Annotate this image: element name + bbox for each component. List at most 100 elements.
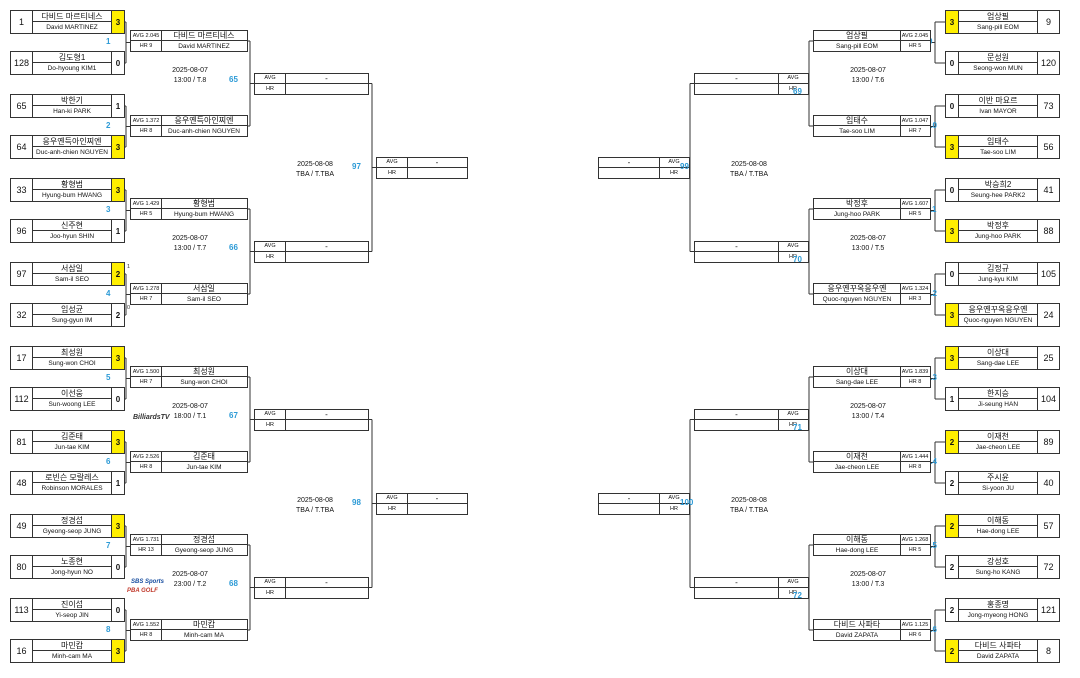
- round1-match-number: 8: [106, 624, 111, 634]
- match-score: 0: [111, 52, 124, 74]
- player-name-english: David ZAPATA: [835, 631, 879, 639]
- player-name-korean: 마민캄: [33, 640, 111, 651]
- average-label: AVG: [377, 158, 407, 168]
- seed-number: 73: [1037, 95, 1059, 117]
- player-name-english: Quoc-nguyen NGUYEN: [822, 295, 892, 303]
- player-name-english: Seong-won MUN: [973, 65, 1023, 72]
- match-score: 3: [111, 179, 124, 201]
- match-score: 3: [946, 347, 959, 369]
- divider: [285, 73, 286, 94]
- player-name-english: Jae-cheon LEE: [975, 444, 1021, 451]
- match-score: 2: [946, 431, 959, 453]
- seed-number: 72: [1037, 556, 1059, 578]
- player-name-korean: 진이섭: [33, 599, 111, 610]
- player-name-english: Jung-hoo PARK: [833, 210, 881, 218]
- player-name-korean: 김준태: [161, 452, 247, 462]
- divider: [285, 577, 286, 598]
- round1-match-number: 7: [106, 540, 111, 550]
- match-score: 0: [946, 95, 959, 117]
- player-name-english: Duc-anh-chien NGUYEN: [168, 127, 240, 135]
- player-placeholder: -: [407, 158, 467, 168]
- player-name-korean: 이재천: [814, 452, 900, 462]
- player-name-korean: 김정규: [959, 263, 1037, 274]
- high-run-label: HR: [266, 589, 274, 596]
- player-placeholder-lower: [285, 588, 368, 598]
- match-score: 2: [946, 472, 959, 494]
- round3-match-number: 100: [680, 497, 694, 507]
- seed-number: 96: [11, 220, 33, 242]
- player-name-korean: 마민캄: [161, 620, 247, 630]
- player-name-english: Sang-pill EOM: [977, 24, 1019, 31]
- player-name-english: Minh-cam MA: [183, 631, 225, 639]
- player-name-korean: 이해동: [959, 515, 1037, 526]
- match-time-table: TBA / T.TBA: [296, 506, 334, 514]
- divider: [407, 493, 408, 514]
- round1-match-number: 1: [106, 36, 111, 46]
- seed-number: 112: [11, 388, 33, 410]
- player-high-run: HR 8: [139, 128, 153, 134]
- player-average: AVG 1.500: [131, 367, 161, 377]
- player-name-english: Sung-ho KANG: [975, 569, 1021, 576]
- match-time-table: TBA / T.TBA: [730, 506, 768, 514]
- match-score: 2: [111, 263, 124, 285]
- average-label: AVG: [778, 242, 808, 252]
- player-name-korean: 박정후: [959, 220, 1037, 231]
- player-high-run: HR 8: [908, 379, 922, 385]
- player-average: AVG 1.731: [131, 535, 161, 545]
- player-name-english: Hyung-bum HWANG: [41, 192, 103, 199]
- divider: [161, 452, 162, 472]
- player-high-run: HR 8: [139, 632, 153, 638]
- seed-number: 56: [1037, 136, 1059, 158]
- player-name-korean: 임성균: [33, 304, 111, 315]
- player-placeholder-lower: [285, 420, 368, 430]
- billiards-tv-logo: BilliardsTV: [133, 414, 170, 421]
- player-name-english: Sam-il SEO: [55, 276, 89, 283]
- player-name-english: Sung-won CHOI: [48, 360, 96, 367]
- round2-match-number: 66: [229, 242, 238, 252]
- player-placeholder-lower: [407, 168, 467, 178]
- player-name-korean: 엄상필: [814, 31, 900, 41]
- player-placeholder-lower: [285, 84, 368, 94]
- match-score: 2: [946, 556, 959, 578]
- divider: [778, 409, 779, 430]
- round2-match-number: 67: [229, 410, 238, 420]
- player-placeholder: -: [285, 410, 368, 420]
- player-name-english: Jong-myeong HONG: [967, 612, 1029, 619]
- average-label: AVG: [255, 578, 285, 588]
- match-date: 2025-08-07: [850, 402, 886, 410]
- player-average: AVG 1.372: [131, 116, 161, 126]
- player-name-korean: 엄상필: [959, 11, 1037, 22]
- player-name-korean: 임태수: [959, 136, 1037, 147]
- player-name-english: Tae-soo LIM: [839, 127, 875, 135]
- match-time-table: 13:00 / T.7: [173, 244, 207, 252]
- seed-number: 105: [1037, 263, 1059, 285]
- average-label: AVG: [255, 74, 285, 84]
- player-name-english: Duc-anh-chien NGUYEN: [36, 149, 108, 156]
- match-score: 3: [111, 515, 124, 537]
- player-name-english: Quoc-nguyen NGUYEN: [963, 317, 1033, 324]
- seed-number: 41: [1037, 179, 1059, 201]
- player-name-english: Han-ki PARK: [53, 108, 91, 115]
- match-score: 3: [946, 11, 959, 33]
